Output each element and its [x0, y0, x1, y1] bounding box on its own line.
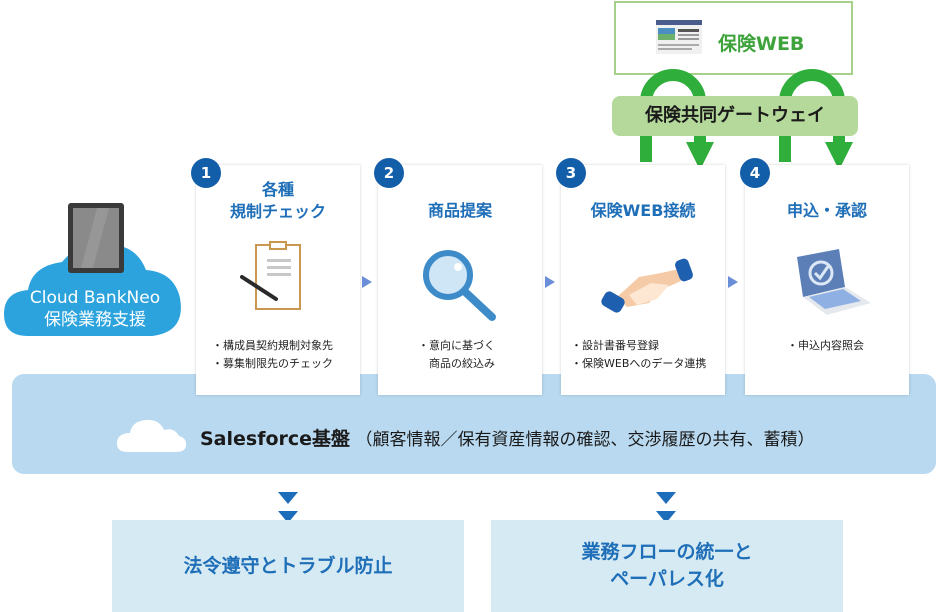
gateway-arc-left [640, 69, 706, 162]
step-card-regulation-check: 各種 規制チェック ・構成員契約規制対象先 ・募集制限先のチェック [196, 165, 360, 395]
step-notes: ・設計書番号登録 ・保険WEBへのデータ連携 [571, 339, 707, 370]
step-badge-4: 4 [740, 158, 770, 188]
flow-arrow-right-icon [728, 276, 738, 288]
step-badge-2: 2 [374, 158, 404, 188]
step-card-application-approval: 申込・承認 ・申込内容照会 [745, 165, 909, 395]
step-title: 商品提案 [427, 201, 492, 220]
outcome-compliance: 法令遵守とトラブル防止 [112, 520, 464, 612]
step-badge-1: 1 [191, 158, 221, 188]
step-card-insurance-web-connect: 保険WEB接続 ・設計書番号登録 ・保険WEBへのデータ連携 [561, 165, 725, 395]
cloud-banknEo-label: Cloud BankNeo 保険業務支援 [10, 287, 180, 331]
laptop-check-icon [797, 249, 871, 315]
platform-detail: （顧客情報／保有資産情報の確認、交渉履歴の共有、蓄積） [355, 430, 815, 450]
down-arrow-left-icon [686, 142, 714, 170]
down-arrow-icon [656, 492, 676, 504]
step-notes: ・意向に基づく 商品の絞込み [418, 339, 495, 370]
platform-description: Salesforce基盤 （顧客情報／保有資産情報の確認、交渉履歴の共有、蓄積） [200, 424, 814, 451]
tablet-icon [68, 203, 124, 273]
clipboard-pen-icon [240, 241, 301, 310]
step-notes: ・申込内容照会 [787, 339, 864, 352]
insurance-gateway-label: 保険共同ゲートウェイ [612, 96, 858, 136]
gateway-arc-right [779, 69, 845, 162]
cloud-icon [116, 419, 187, 452]
flow-arrow-right-icon [545, 276, 555, 288]
step-badge-3: 3 [556, 158, 586, 188]
gateway-flow-arrows [640, 69, 853, 170]
step-title: 各種 規制チェック [229, 180, 326, 221]
step-title: 保険WEB接続 [590, 201, 696, 220]
outcome-unified-paperless: 業務フローの統一と ペーパレス化 [491, 520, 843, 612]
insurance-web-label: 保険WEB [718, 33, 805, 55]
step-card-product-proposal: 商品提案 ・意向に基づく 商品の絞込み [378, 165, 542, 395]
flow-arrow-right-icon [362, 276, 372, 288]
browser-window-icon [656, 20, 702, 54]
system-subtitle: 保険業務支援 [44, 310, 146, 330]
step-notes: ・構成員契約規制対象先 ・募集制限先のチェック [212, 339, 333, 370]
step-title: 申込・承認 [786, 201, 867, 220]
system-name: Cloud BankNeo [29, 288, 161, 308]
insurance-web-box [614, 1, 853, 75]
platform-name: Salesforce基盤 [200, 428, 351, 450]
magnifier-icon [423, 250, 496, 321]
down-arrow-icon [278, 492, 298, 504]
down-arrow-right-icon [825, 142, 853, 170]
cloud-banknEo-cloud-icon [4, 243, 181, 336]
handshake-icon [601, 258, 693, 313]
